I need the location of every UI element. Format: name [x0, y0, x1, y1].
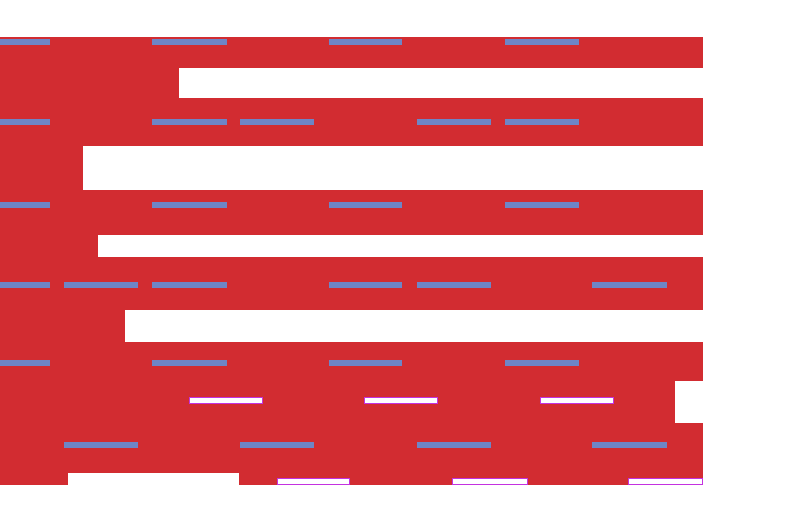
blue-bar — [0, 119, 50, 125]
white-stripe — [675, 381, 703, 423]
blue-bar — [417, 442, 491, 448]
blue-bar — [152, 202, 227, 208]
white-stripe — [179, 68, 703, 98]
white-stripe — [68, 473, 239, 485]
magenta-outlined-bar — [452, 478, 528, 485]
blue-bar — [329, 360, 402, 366]
blue-bar — [64, 442, 138, 448]
blue-bar — [0, 39, 50, 45]
blue-bar — [152, 282, 227, 288]
blue-bar — [0, 202, 50, 208]
blue-bar — [329, 282, 402, 288]
blue-bar — [505, 39, 579, 45]
red-panel — [0, 37, 703, 485]
magenta-outlined-bar — [189, 397, 263, 404]
blue-bar — [417, 119, 491, 125]
blue-bar — [152, 119, 227, 125]
blue-bar — [329, 202, 402, 208]
magenta-outlined-bar — [277, 478, 350, 485]
blue-bar — [240, 442, 314, 448]
white-stripe — [98, 235, 703, 257]
white-stripe — [125, 310, 703, 342]
blue-bar — [329, 39, 402, 45]
magenta-outlined-bar — [628, 478, 703, 485]
blue-bar — [505, 202, 579, 208]
blue-bar — [152, 360, 227, 366]
blue-bar — [64, 282, 138, 288]
blue-bar — [505, 119, 579, 125]
blue-bar — [592, 282, 667, 288]
magenta-outlined-bar — [364, 397, 438, 404]
blue-bar — [0, 282, 50, 288]
blue-bar — [152, 39, 227, 45]
blue-bar — [417, 282, 491, 288]
blue-bar — [592, 442, 667, 448]
blue-bar — [0, 360, 50, 366]
blue-bar — [240, 119, 314, 125]
magenta-outlined-bar — [540, 397, 614, 404]
blue-bar — [505, 360, 579, 366]
white-stripe — [83, 146, 703, 190]
